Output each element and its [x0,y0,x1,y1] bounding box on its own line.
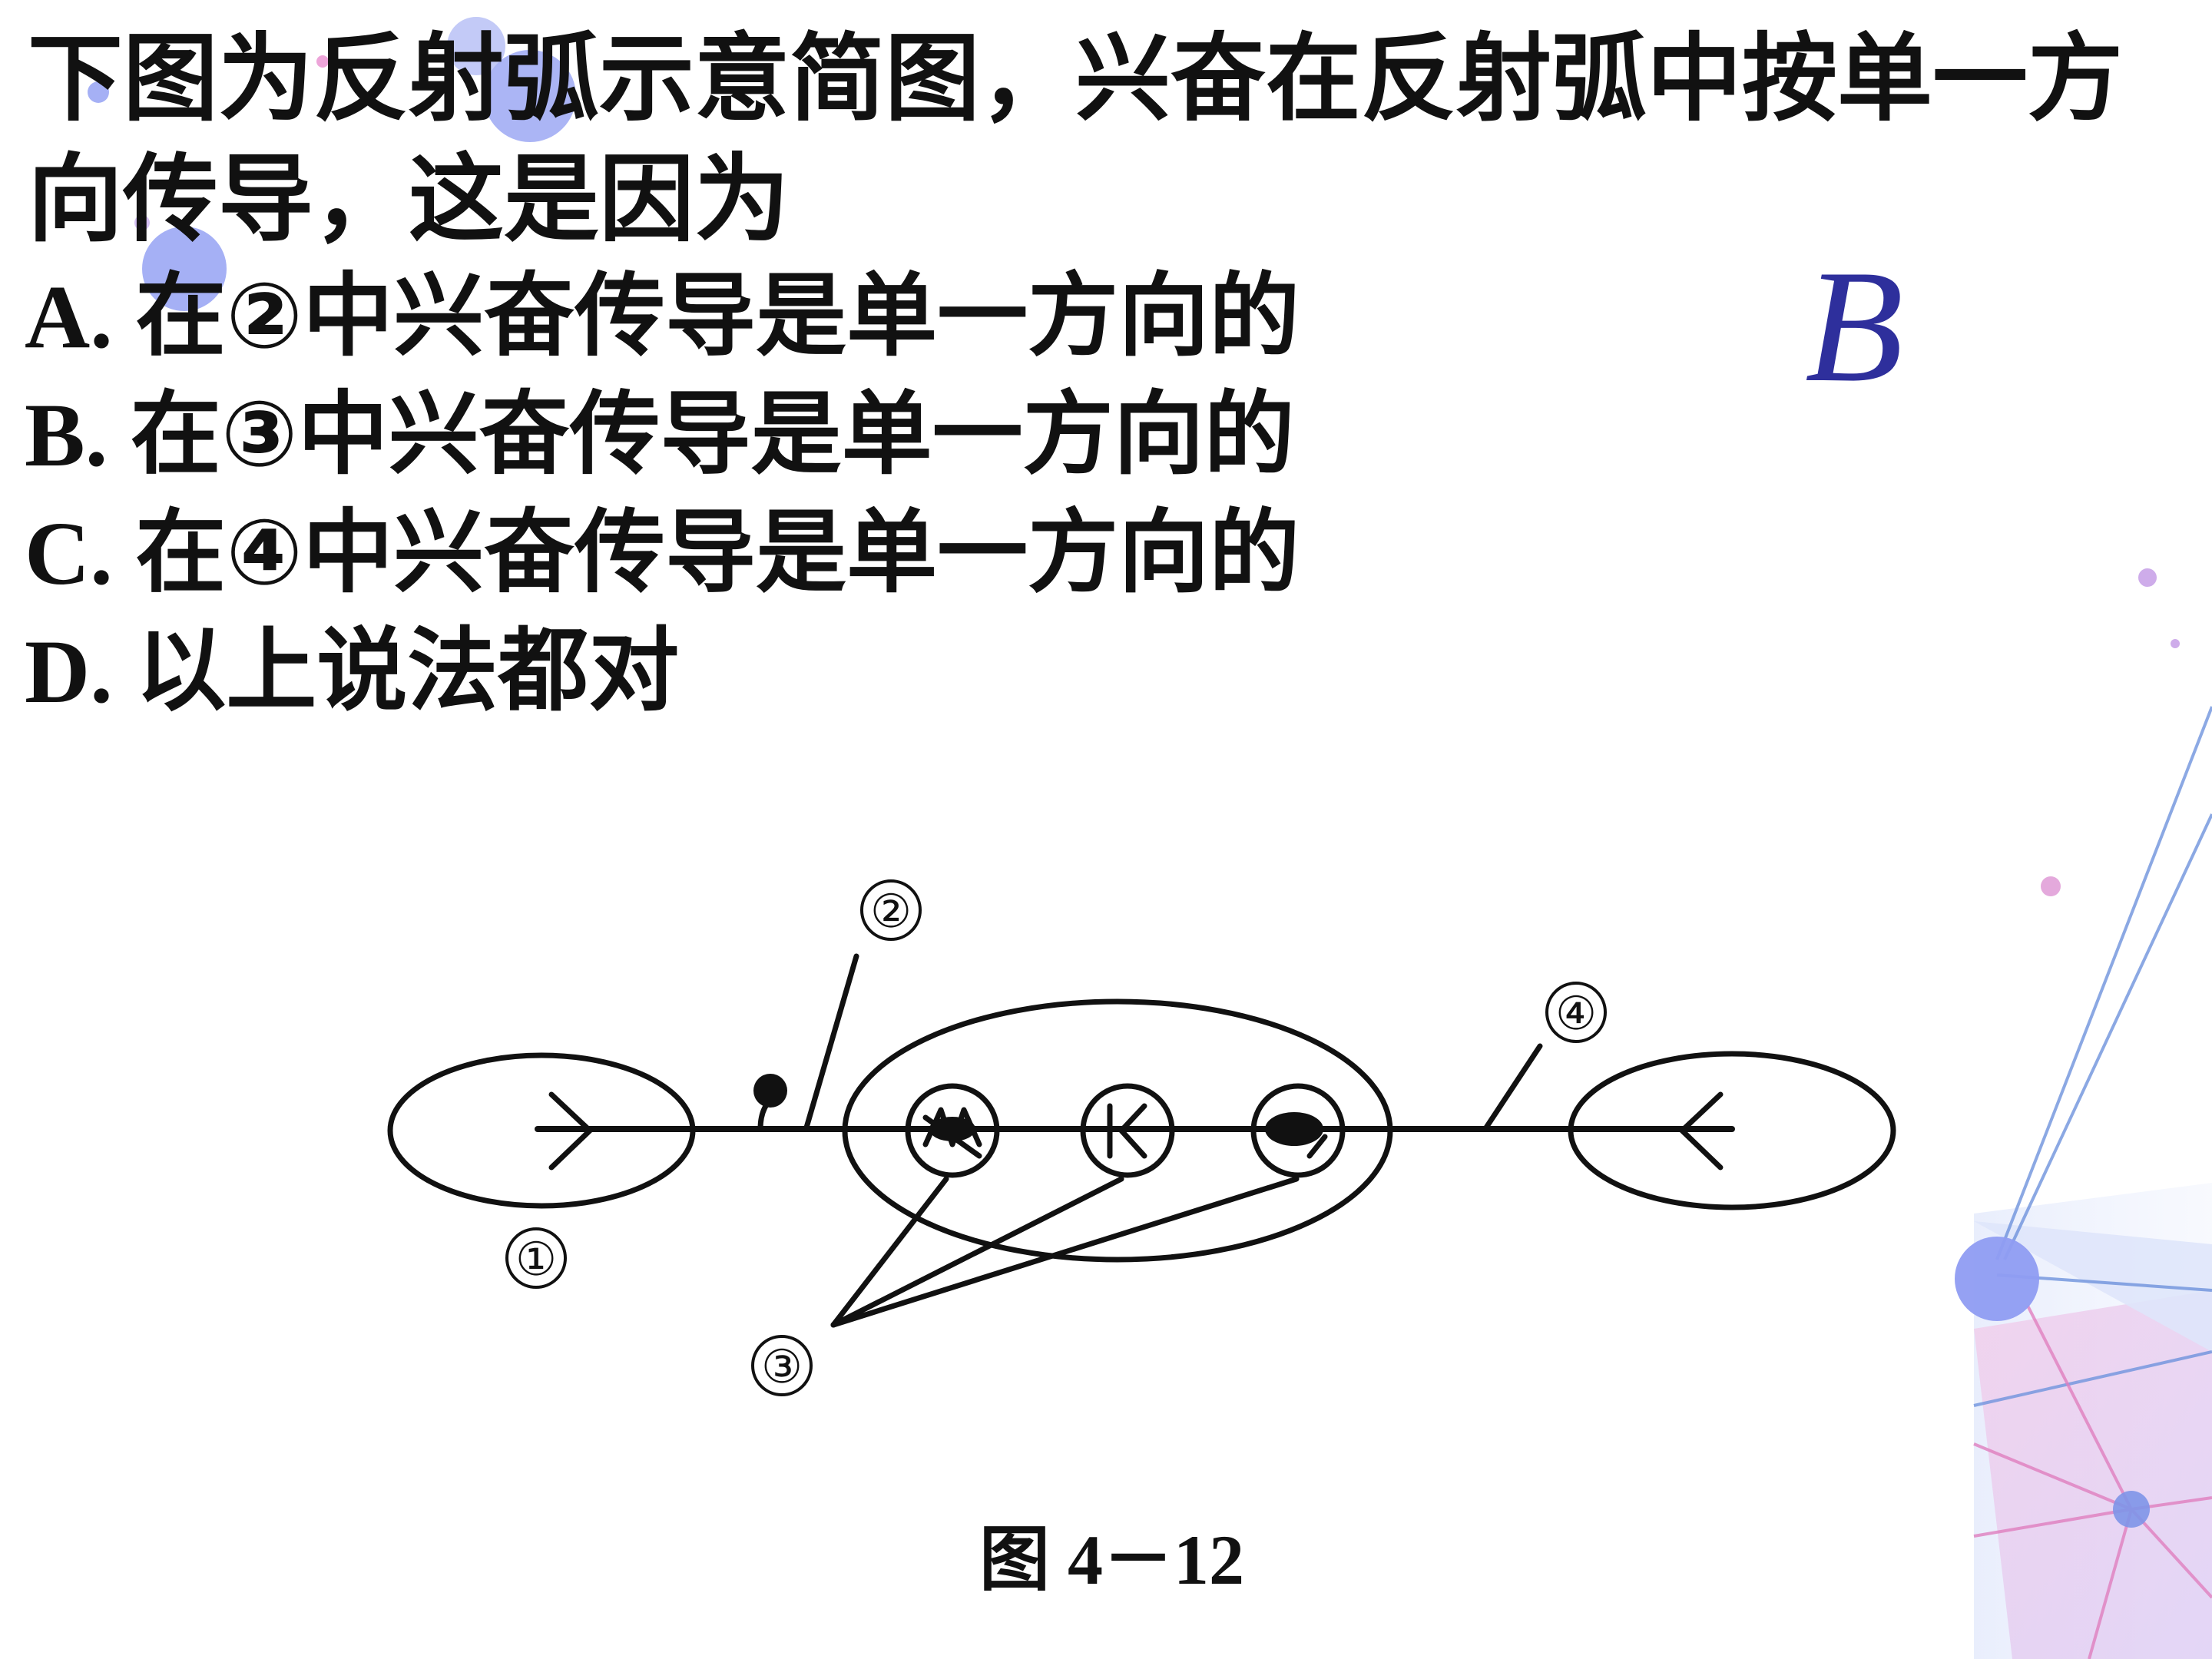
option-d-text: 以上说法都对 [135,618,680,724]
leader-line-2 [803,953,859,1131]
option-b-text: 在③中兴奋传导是单一方向的 [130,381,1295,487]
option-b-letter: B [25,385,85,485]
option-a-letter: A [25,267,91,367]
option-b-separator: . [84,385,131,485]
marker-label-3: ③ [761,1340,803,1394]
option-d: D. 以上说法都对 [25,613,679,730]
option-d-separator: . [90,621,136,722]
answer-label: B [1805,237,1904,416]
receptor-arrow [548,1091,593,1171]
synapse-2 [1080,1083,1175,1178]
option-d-letter: D [25,621,91,722]
marker-label-1: ① [515,1233,557,1286]
leader-line-3b [830,1176,1124,1328]
synapse-3 [1250,1083,1346,1178]
option-c-letter: C [25,503,91,604]
option-a-text: 在②中兴奋传导是单一方向的 [135,263,1300,369]
marker-label-2: ② [870,885,912,939]
option-a-separator: . [90,267,136,367]
question-line-1: 下图为反射弧示意简图，兴奋在反射弧中按单一方 [28,24,2124,134]
figure-caption: 图 4－12 [979,1521,1245,1599]
option-a: A. 在②中兴奋传导是单一方向的 [25,258,1300,375]
question-line-2: 向传导，这是因为 [28,144,790,255]
option-b: B. 在③中兴奋传导是单一方向的 [25,376,1295,493]
leader-line-3a [830,1176,949,1328]
effector-arrow [1679,1091,1724,1171]
option-c-separator: . [90,503,136,604]
option-c-text: 在④中兴奋传导是单一方向的 [135,499,1300,605]
leader-line-4 [1483,1043,1543,1131]
synapse-1 [905,1083,1000,1178]
option-c: C. 在④中兴奋传导是单一方向的 [25,495,1300,611]
marker-label-4: ④ [1555,987,1597,1041]
leader-line-3c [830,1176,1300,1328]
ganglion-dot [753,1074,787,1108]
